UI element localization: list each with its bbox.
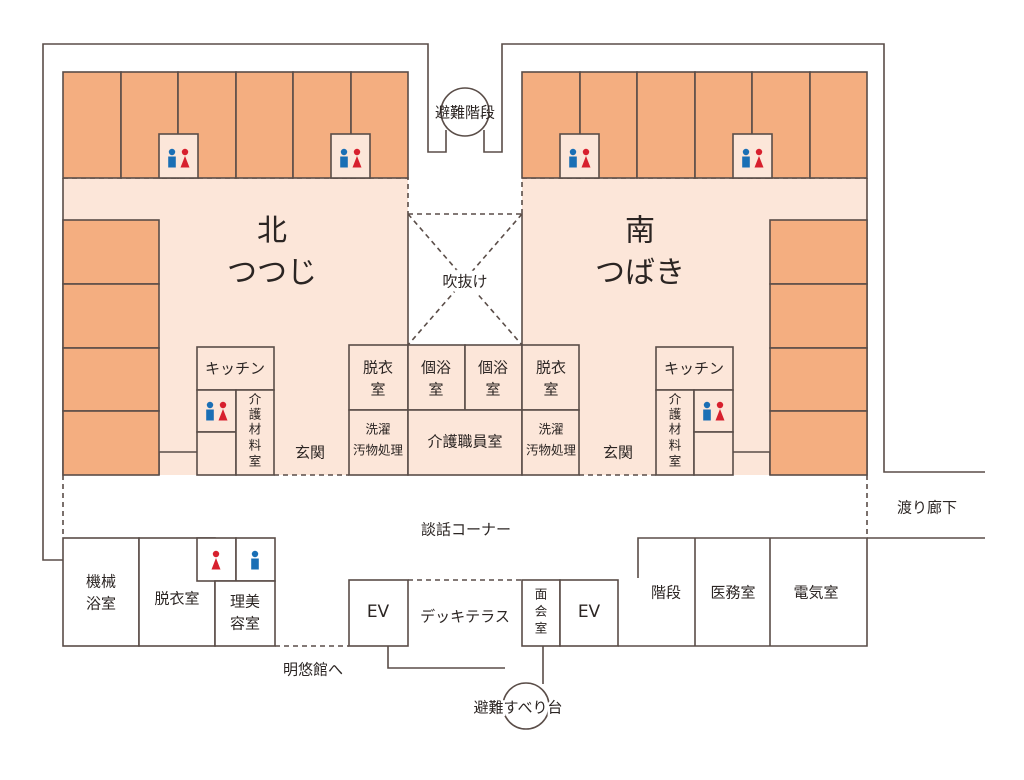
svg-text:介: 介 [249,392,262,407]
dressing-room-label: 室 [543,381,558,399]
laundry-label: 洗濯 [365,422,390,437]
care-supplies-label: 介 護 材 料 室 [249,392,262,469]
south-unit-name: つばき [595,256,685,291]
svg-text:護: 護 [249,407,262,422]
deck-terrace-label: デッキテラス [420,608,510,626]
care-supplies-label: 介 護 材 料 室 [669,392,682,469]
corridor-label: 渡り廊下 [897,499,957,517]
restroom-icon [693,389,734,433]
dressing-room-label: 脱衣 [536,359,566,377]
dressing-room-label: 室 [370,381,385,399]
restroom-icon [158,133,199,179]
north-private-rooms-side [62,219,160,476]
dressing-room-label: 脱衣 [363,359,393,377]
private-bath-label: 個浴 [478,359,508,377]
outer-wall-north [42,43,447,561]
elevator-label: EV [367,602,390,622]
elevator-label: EV [578,602,601,622]
private-bath-label: 個浴 [421,359,451,377]
dressing-room-label: 脱衣室 [154,590,199,608]
svg-text:室: 室 [249,454,262,469]
kitchen-label: キッチン [205,360,265,378]
restroom-icon [330,133,371,179]
outer-wall-south [483,43,985,473]
svg-text:材: 材 [669,422,682,437]
bottom-right-block: 階段 医務室 電気室 [618,537,868,647]
lounge-label: 談話コーナー [421,521,511,539]
barber-label: 容室 [230,615,260,633]
care-staff-room-label: 介護職員室 [427,433,502,451]
emergency-stairs: 避難階段 [435,87,495,137]
stairs-label: 階段 [651,584,681,602]
restroom-icon [559,133,600,179]
north-unit-name: つつじ [227,256,317,291]
entrance-label: 玄関 [295,444,325,462]
center-block: 吹抜け 脱衣 室 個浴 室 個浴 室 脱衣 室 洗濯 汚物処理 介護職員室 洗濯… [348,213,580,476]
svg-text:介: 介 [669,392,682,407]
bottom-center-block: EV デッキテラス 面 会 室 EV 明悠館へ 避難すべり台 [283,579,619,730]
emergency-stairs-label: 避難階段 [435,104,495,122]
south-kitchen-block: キッチン 介 護 材 料 室 [655,346,734,476]
kitchen-label: キッチン [664,360,724,378]
machine-bath-label: 浴室 [86,595,116,613]
svg-text:面: 面 [535,587,548,602]
svg-text:料: 料 [669,438,682,453]
to-meiyukan-label: 明悠館へ [283,661,343,679]
south-unit: 南 つばき キッチン 介 護 材 料 室 玄関 [521,71,868,476]
restroom-icon [196,389,237,433]
north-private-rooms-top [62,71,409,179]
south-private-rooms-top [521,71,868,179]
north-direction: 北 [257,214,287,249]
electrical-room-label: 電気室 [793,584,838,602]
svg-text:会: 会 [535,604,548,619]
medical-room-label: 医務室 [710,584,755,602]
svg-text:護: 護 [669,407,682,422]
north-kitchen-block: キッチン 介 護 材 料 室 [196,346,275,476]
south-direction: 南 [625,214,655,249]
private-bath-label: 室 [485,381,500,399]
entrance-label: 玄関 [603,444,633,462]
south-private-rooms-side [769,219,868,476]
evacuation-slide-label: 避難すべり台 [474,699,563,717]
restroom-icon [732,133,773,179]
laundry-label: 汚物処理 [353,443,404,458]
svg-text:室: 室 [535,621,548,636]
svg-text:材: 材 [249,422,262,437]
laundry-label: 汚物処理 [526,443,577,458]
laundry-label: 洗濯 [538,422,563,437]
meeting-room-label: 面 会 室 [535,587,548,636]
svg-text:室: 室 [669,454,682,469]
svg-text:料: 料 [249,438,262,453]
private-bath-label: 室 [428,381,443,399]
machine-bath-label: 機械 [86,573,116,591]
atrium-label: 吹抜け [442,273,487,291]
barber-label: 理美 [230,593,260,611]
bottom-left-block: 機械 浴室 脱衣室 理美 容室 [62,537,349,647]
